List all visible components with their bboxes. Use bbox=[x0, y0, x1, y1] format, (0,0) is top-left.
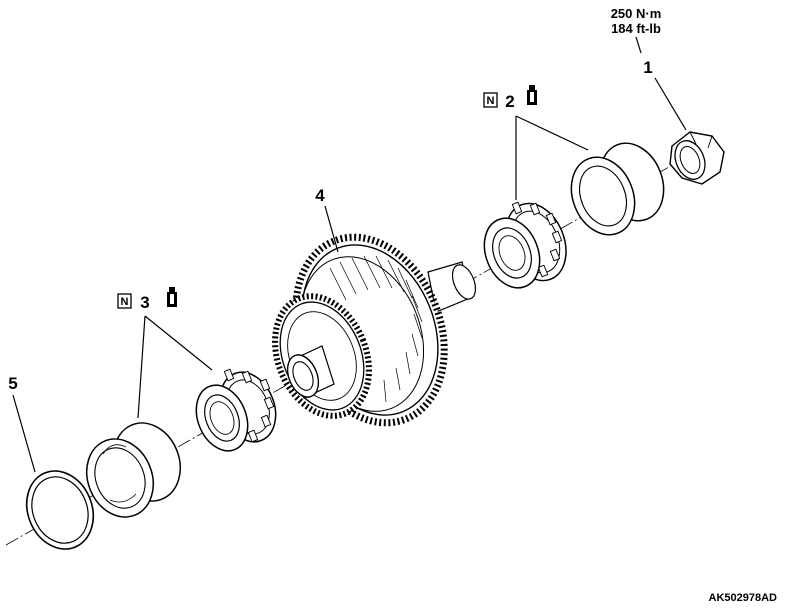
snap-ring bbox=[25, 470, 95, 550]
torque-metric: 250 N·m bbox=[611, 6, 662, 21]
callout-5: 5 bbox=[8, 374, 17, 393]
n-badge-label-3: N bbox=[121, 296, 129, 308]
callout-3: 3 bbox=[140, 293, 149, 312]
differential-gear-assembly bbox=[272, 233, 477, 427]
lock-nut bbox=[669, 131, 725, 185]
n-badge-label-2: N bbox=[487, 95, 495, 107]
n-badge: N bbox=[483, 92, 498, 108]
oil-can-icon bbox=[527, 85, 537, 105]
n-badge: N bbox=[117, 293, 132, 309]
oil-can-icon bbox=[167, 287, 177, 307]
tapered-roller-bearing-left bbox=[195, 368, 277, 452]
bearing-outer-race-right bbox=[570, 142, 665, 242]
figure-code: AK502978AD bbox=[709, 592, 778, 604]
leader-lines bbox=[12, 36, 687, 473]
center-axis bbox=[5, 154, 691, 546]
torque-imperial: 184 ft-lb bbox=[611, 21, 661, 36]
tapered-roller-bearing-right bbox=[483, 201, 567, 289]
bearing-outer-race-left bbox=[86, 422, 181, 526]
callout-2: 2 bbox=[505, 92, 514, 111]
callout-4: 4 bbox=[315, 186, 325, 205]
callout-1: 1 bbox=[643, 58, 652, 77]
